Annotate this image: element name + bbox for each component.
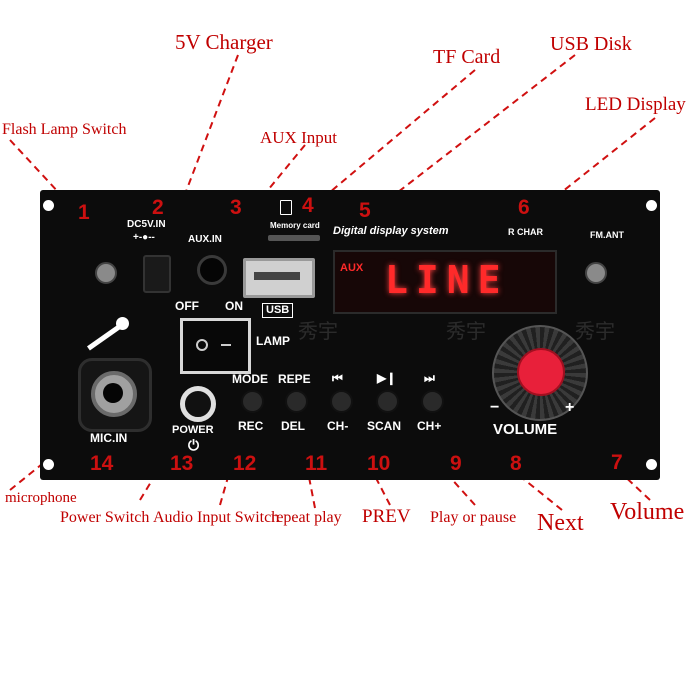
fm-ant-label: FM.ANT (590, 230, 624, 240)
label-next: Next (537, 510, 584, 536)
play-pause-button[interactable] (376, 390, 399, 413)
usb-port[interactable] (243, 258, 315, 298)
btn-label-ch-minus: CH- (327, 419, 349, 433)
callout-number: 7 (611, 451, 623, 474)
label-5v-charger: 5V Charger (175, 30, 273, 54)
on-label: ON (225, 299, 243, 313)
led-display (333, 250, 557, 314)
btn-label-play-icon: ▶❙ (377, 371, 397, 385)
dc-label: DC5V.IN (127, 219, 166, 230)
callout-number: 6 (518, 196, 530, 219)
callout-number: 1 (78, 201, 90, 224)
screw-hole (43, 200, 54, 211)
microphone-logo-head-icon (116, 317, 129, 330)
btn-label-del: DEL (281, 419, 305, 433)
display-mode: AUX (340, 262, 364, 274)
power-icon: ⏻ (188, 437, 200, 453)
label-power-switch: Power Switch (60, 509, 150, 526)
label-usb-disk: USB Disk (550, 33, 632, 55)
callout-number: 8 (510, 452, 522, 475)
usb-label: USB (262, 303, 294, 318)
btn-label-rec: REC (238, 419, 264, 433)
btn-label-mode: MODE (232, 372, 268, 386)
dc-polarity: +-●-- (133, 232, 155, 243)
leader-prev (337, 404, 391, 506)
callout-number: 3 (230, 196, 242, 219)
callout-number: 11 (305, 452, 328, 475)
system-title: Digital display system (333, 225, 449, 237)
watermark: 秀宇 (446, 319, 486, 343)
label-aux-input: AUX Input (260, 128, 337, 147)
callout-number: 10 (367, 452, 391, 475)
screw-hole (43, 459, 54, 470)
callout-number: 2 (152, 196, 164, 219)
power-button[interactable] (180, 386, 216, 422)
lamp-rocker-switch[interactable] (180, 318, 251, 374)
leader-next (431, 404, 563, 511)
aux-label: AUX.IN (188, 234, 222, 245)
label-tf-card: TF Card (433, 46, 501, 68)
leader-charger (157, 54, 239, 266)
btn-label-prev-icon: ⏮ (332, 371, 343, 385)
btn-label-ch-plus: CH+ (417, 419, 442, 433)
btn-label-next-icon: ⏭ (424, 371, 435, 385)
label-led-display: LED Display (585, 94, 686, 115)
leader-repeat (293, 399, 316, 509)
screw (585, 262, 607, 284)
callout-number: 4 (302, 194, 314, 217)
btn-label-scan: SCAN (367, 419, 402, 433)
label-play-pause: Play or pause (430, 509, 517, 526)
mic-input-jack[interactable] (78, 358, 152, 432)
label-microphone: microphone (5, 490, 77, 506)
usb-port-tongue (254, 272, 300, 280)
display-text: LINE (385, 258, 509, 302)
rchar-label: R CHAR (508, 227, 543, 237)
watermark: 秀宇 (575, 319, 615, 343)
label-flash-lamp-switch: Flash Lamp Switch (2, 121, 127, 138)
sd-card-icon (280, 200, 292, 215)
repe-del-button[interactable] (285, 390, 308, 413)
mic-in-label: MIC.IN (90, 431, 128, 445)
mic-jack-hole (103, 383, 123, 403)
dc-power-jack[interactable] (143, 255, 171, 293)
aux-input-jack[interactable] (197, 255, 227, 285)
power-label: POWER (172, 424, 214, 436)
label-repeat-play: repeat play (271, 509, 342, 526)
mode-rec-button[interactable] (241, 390, 264, 413)
tf-card-slot[interactable] (268, 235, 320, 241)
watermark: 秀宇 (298, 319, 338, 343)
prev-button[interactable] (330, 390, 353, 413)
callout-number: 9 (450, 452, 462, 475)
label-prev: PREV (362, 506, 411, 527)
next-button[interactable] (421, 390, 444, 413)
rocker-off-mark (196, 339, 208, 351)
screw-hole (646, 200, 657, 211)
btn-label-repe: REPE (278, 372, 311, 386)
volume-plus-icon: + (565, 399, 575, 416)
off-label: OFF (175, 299, 199, 313)
leader-power (139, 404, 199, 501)
rocker-on-mark (221, 344, 231, 346)
volume-knob-cap (517, 348, 565, 396)
callout-number: 5 (359, 199, 371, 222)
callout-number: 14 (90, 452, 114, 475)
callout-number: 12 (233, 452, 257, 475)
screw (95, 262, 117, 284)
volume-label: VOLUME (493, 421, 558, 438)
volume-minus-icon: − (490, 399, 500, 416)
callout-number: 13 (170, 452, 194, 475)
screw-hole (646, 459, 657, 470)
label-audio-input-switch: Audio Input Switch (153, 509, 280, 526)
memory-card-label: Memory card (270, 221, 320, 230)
lamp-label: LAMP (256, 334, 290, 348)
label-volume: Volume (610, 499, 685, 525)
